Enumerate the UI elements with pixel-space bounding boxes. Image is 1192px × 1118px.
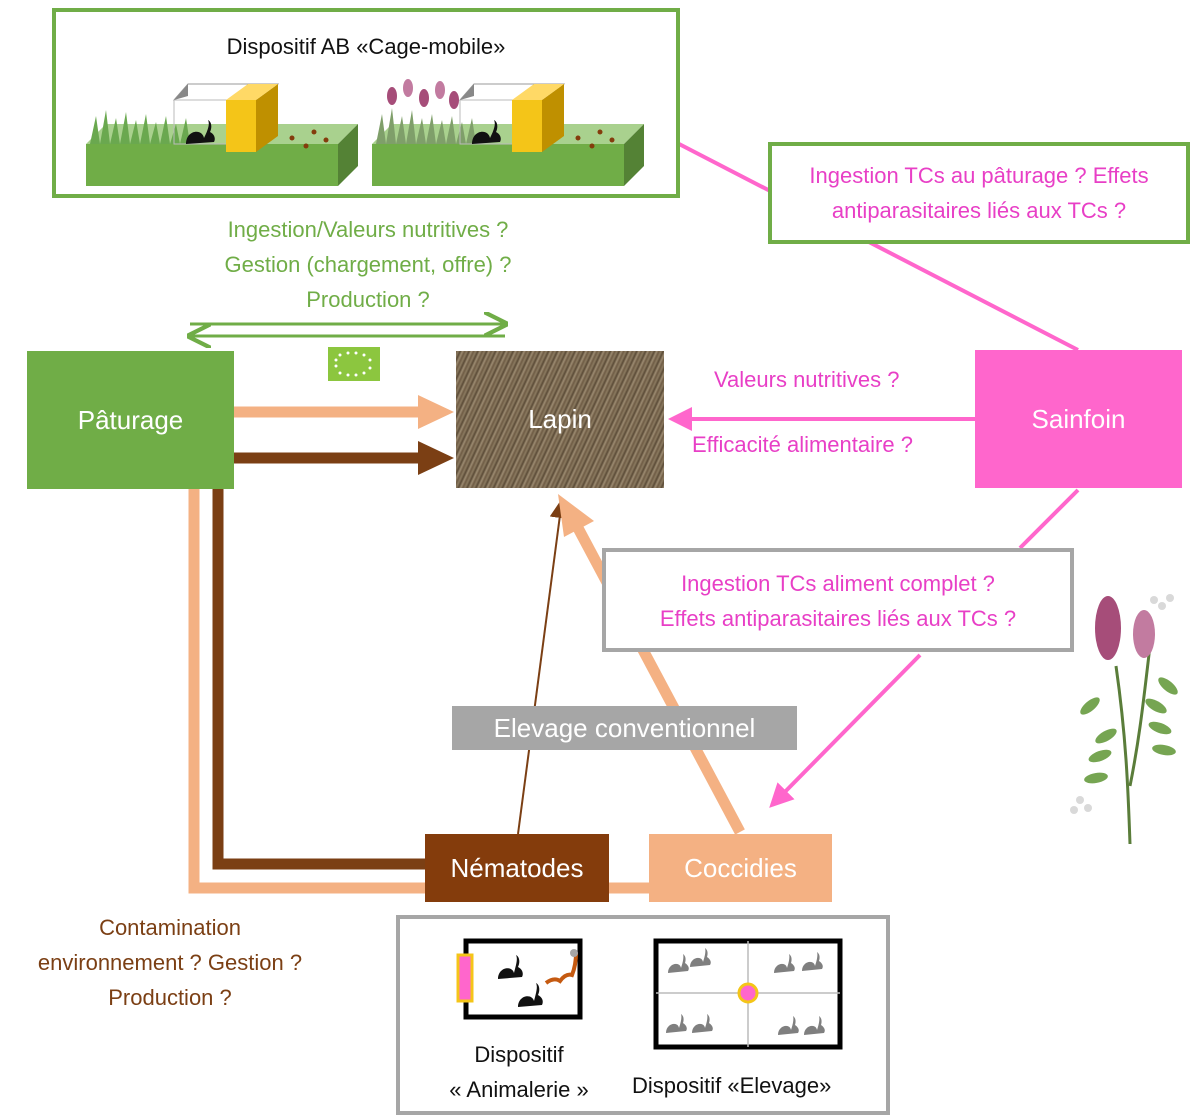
line-paturage-nematodes: [212, 488, 428, 870]
node-lapin-label: Lapin: [528, 404, 592, 434]
pasture-questions: Ingestion/Valeurs nutritives ? Gestion (…: [150, 212, 586, 317]
complete-feed-question-1: Ingestion TCs aliment complet ?: [681, 571, 995, 596]
node-coccidies: Coccidies: [649, 834, 832, 902]
elevage-cage-illustration: [653, 938, 843, 1050]
cage-illustrations: [86, 79, 644, 186]
contamination-question-2: environnement ? Gestion ?: [37, 950, 303, 975]
sainfoin-pasture-question-box: Ingestion TCs au pâturage ? Effets antip…: [768, 142, 1190, 244]
sainfoin-pasture-question-1: Ingestion TCs au pâturage ? Effets: [809, 163, 1149, 188]
node-coccidies-label: Coccidies: [684, 852, 797, 883]
organic-leaf-logo: [328, 347, 380, 381]
node-paturage-label: Pâturage: [77, 404, 184, 435]
pasture-question-3: Production ?: [306, 287, 430, 312]
node-sainfoin-label: Sainfoin: [1031, 403, 1126, 434]
label-efficacite-alimentaire: Efficacité alimentaire ?: [692, 432, 913, 457]
elevage-label: Dispositif «Elevage»: [632, 1073, 832, 1098]
label-elevage-conventionnel: Elevage conventionnel: [452, 706, 797, 750]
dispositifs-panel: Dispositif « Animalerie » Dispositif «El…: [396, 915, 890, 1115]
complete-feed-question-2: Effets antiparasitaires liés aux TCs ?: [659, 606, 1017, 631]
pasture-question-1: Ingestion/Valeurs nutritives ?: [227, 217, 509, 242]
grass-plot-illustration: [86, 83, 358, 186]
contamination-question-3: Production ?: [108, 985, 232, 1010]
animalerie-label: Dispositif « Animalerie »: [449, 1042, 589, 1102]
arrow-sainfoin-to-coccidies: [1018, 488, 1080, 550]
animalerie-cage-illustration: [456, 938, 583, 1020]
sainfoin-pasture-question-2: antiparasitaires liés aux TCs ?: [831, 198, 1127, 223]
cage-mobile-title: Dispositif AB «Cage-mobile»: [226, 34, 506, 59]
contamination-question-1: Contamination: [99, 915, 241, 940]
node-lapin: Lapin: [456, 351, 664, 488]
node-nematodes: Nématodes: [425, 834, 609, 902]
sainfoin-plot-illustration: [372, 79, 644, 186]
contamination-question: Contamination environnement ? Gestion ? …: [0, 910, 340, 1015]
line-paturage-coccidies: [188, 488, 650, 894]
node-paturage: Pâturage: [27, 351, 234, 489]
pasture-question-2: Gestion (chargement, offre) ?: [224, 252, 512, 277]
cage-mobile-panel: Dispositif AB «Cage-mobile»: [52, 8, 680, 198]
leaf-stars-icon: [334, 351, 372, 377]
arrow-nematodes-lapin: [517, 498, 570, 835]
node-sainfoin: Sainfoin: [975, 350, 1182, 488]
label-valeurs-nutritives: Valeurs nutritives ?: [714, 367, 900, 392]
node-nematodes-label: Nématodes: [450, 852, 584, 883]
sainfoin-plant-illustration: [1070, 594, 1178, 845]
complete-feed-question-box: Ingestion TCs aliment complet ? Effets a…: [602, 548, 1074, 652]
